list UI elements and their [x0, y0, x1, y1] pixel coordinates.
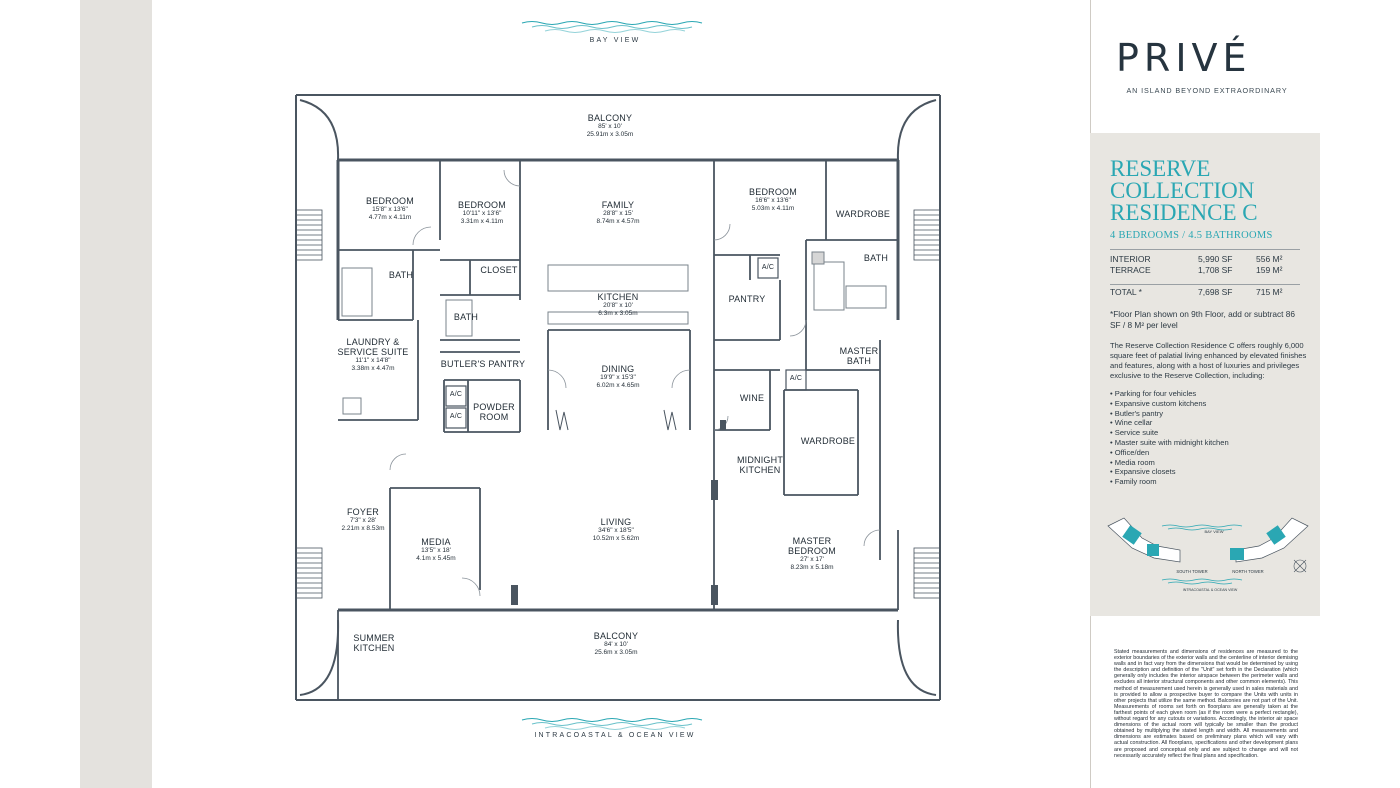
room-ac-1: A/C [761, 264, 775, 271]
wave-top-icon [521, 21, 703, 33]
collection-title-line1: RESERVE [1110, 156, 1211, 181]
room-name: BALCONY [587, 113, 633, 123]
room-powder-room: POWDER ROOM [473, 402, 515, 422]
list-item: • Parking for four vehicles [1110, 389, 1197, 398]
room-wardrobe-top: WARDROBE [835, 209, 891, 219]
ocean-view-label: INTRACOASTAL & OCEAN VIEW [534, 732, 696, 739]
bay-view-label: BAY VIEW [589, 37, 641, 44]
area-row-terrace: TERRACE 1,708 SF 159 M² [1110, 265, 1283, 275]
room-master-bedroom: MASTER BEDROOM 27' x 17' 8.23m x 5.18m [788, 536, 836, 571]
room-wardrobe-master: WARDROBE [800, 436, 856, 446]
residence-description: The Reserve Collection Residence C offer… [1110, 341, 1307, 380]
room-ac-4: A/C [449, 413, 463, 420]
list-item: • Butler's pantry [1110, 408, 1164, 418]
divider [1110, 249, 1300, 250]
room-pantry: PANTRY [728, 294, 766, 304]
room-closet: CLOSET [480, 265, 518, 275]
room-bedroom-1: BEDROOM 15'8" x 13'6" 4.77m x 4.11m [366, 196, 414, 221]
brand-tagline: AN ISLAND BEYOND EXTRAORDINARY [1126, 86, 1288, 95]
area-row-total: TOTAL * 7,698 SF 715 M² [1110, 287, 1283, 297]
area-row-interior: INTERIOR 5,990 SF 556 M² [1110, 254, 1283, 264]
collection-subtitle: 4 BEDROOMS / 4.5 BATHROOMS [1110, 230, 1273, 241]
room-balcony-top: BALCONY 85' x 10' 25.91m x 3.05m [560, 113, 660, 139]
room-balcony-bottom: BALCONY 84' x 10' 25.6m x 3.05m [593, 631, 639, 656]
list-item: • Office/den [1110, 447, 1150, 457]
room-bedroom-2: BEDROOM 10'11" x 13'6" 3.31m x 4.11m [458, 200, 506, 225]
collection-title: RESERVE COLLECTION RESIDENCE C [1110, 156, 1258, 225]
collection-title-line3: RESIDENCE C [1110, 200, 1258, 225]
room-butlers-pantry: BUTLER'S PANTRY [440, 359, 526, 369]
floor-plan-sheet [152, 0, 1090, 788]
key-ocean-view: INTRACOASTAL & OCEAN VIEW [1183, 588, 1238, 592]
room-bath-right: BATH [863, 253, 889, 263]
floor-note: *Floor Plan shown on 9th Floor, add or s… [1110, 309, 1295, 330]
key-north-tower: NORTH TOWER [1232, 569, 1263, 574]
room-wine: WINE [739, 393, 765, 403]
room-midnight-kitchen: MIDNIGHT KITCHEN [736, 455, 784, 475]
list-item: • Service suite [1110, 428, 1159, 438]
legal-disclaimer: Stated measurements and dimensions of re… [1114, 649, 1298, 759]
room-foyer: FOYER 7'3" x 28' 2.21m x 8.53m [341, 507, 385, 532]
room-summer-kitchen: SUMMER KITCHEN [353, 633, 395, 653]
feature-list: • Parking for four vehicles • Expansive … [1110, 389, 1229, 487]
wave-bottom-icon [521, 718, 703, 730]
list-item: • Family room [1110, 477, 1157, 487]
room-laundry-service-suite: LAUNDRY & SERVICE SUITE 11'1" x 14'8" 3.… [337, 337, 409, 372]
floor-plan-drawing [295, 21, 941, 730]
list-item: • Expansive closets [1110, 467, 1176, 477]
key-plan-map: BAY VIEW SOUTH TOWER NORTH TOWER INTRACO… [1107, 517, 1309, 592]
room-master-bath: MASTER BATH [839, 346, 879, 366]
compass-icon [1293, 559, 1307, 573]
brand-panel [1090, 0, 1321, 133]
collection-title-line2: COLLECTION [1110, 178, 1255, 203]
prive-logo: PRIVÉ [1116, 36, 1252, 80]
kitchen-island [547, 264, 689, 292]
room-bedroom-3: BEDROOM 16'6" x 13'6" 5.03m x 4.11m [749, 187, 797, 212]
area-table: INTERIOR 5,990 SF 556 M² TERRACE 1,708 S… [1110, 254, 1282, 298]
room-living: LIVING 34'6" x 18'5" 10.52m x 5.62m [592, 517, 640, 542]
list-item: • Media room [1110, 457, 1155, 467]
divider [1110, 284, 1300, 285]
room-ac-2: A/C [789, 375, 803, 382]
room-dining: DINING 19'9" x 15'3" 6.02m x 4.65m [596, 364, 640, 389]
key-bay-view: BAY VIEW [1205, 529, 1224, 534]
room-metric: 25.91m x 3.05m [586, 131, 634, 138]
room-bath-mid: BATH [453, 312, 479, 322]
room-dims: 85' x 10' [598, 123, 622, 130]
room-family: FAMILY 28'8" x 15' 8.74m x 4.57m [596, 200, 640, 225]
list-item: • Master suite with midnight kitchen [1110, 437, 1229, 447]
list-item: • Wine cellar [1110, 418, 1153, 428]
room-bath-left: BATH [388, 270, 414, 280]
room-kitchen: KITCHEN 20'8" x 10' 6.3m x 3.05m [597, 292, 639, 317]
room-ac-3: A/C [449, 391, 463, 398]
room-media: MEDIA 13'5" x 18' 4.1m x 5.45m [416, 537, 456, 562]
left-margin-strip [80, 0, 152, 788]
legal-panel [1090, 616, 1321, 788]
right-margin [1320, 0, 1400, 788]
list-item: • Expansive custom kitchens [1110, 398, 1207, 408]
key-south-tower: SOUTH TOWER [1176, 569, 1207, 574]
